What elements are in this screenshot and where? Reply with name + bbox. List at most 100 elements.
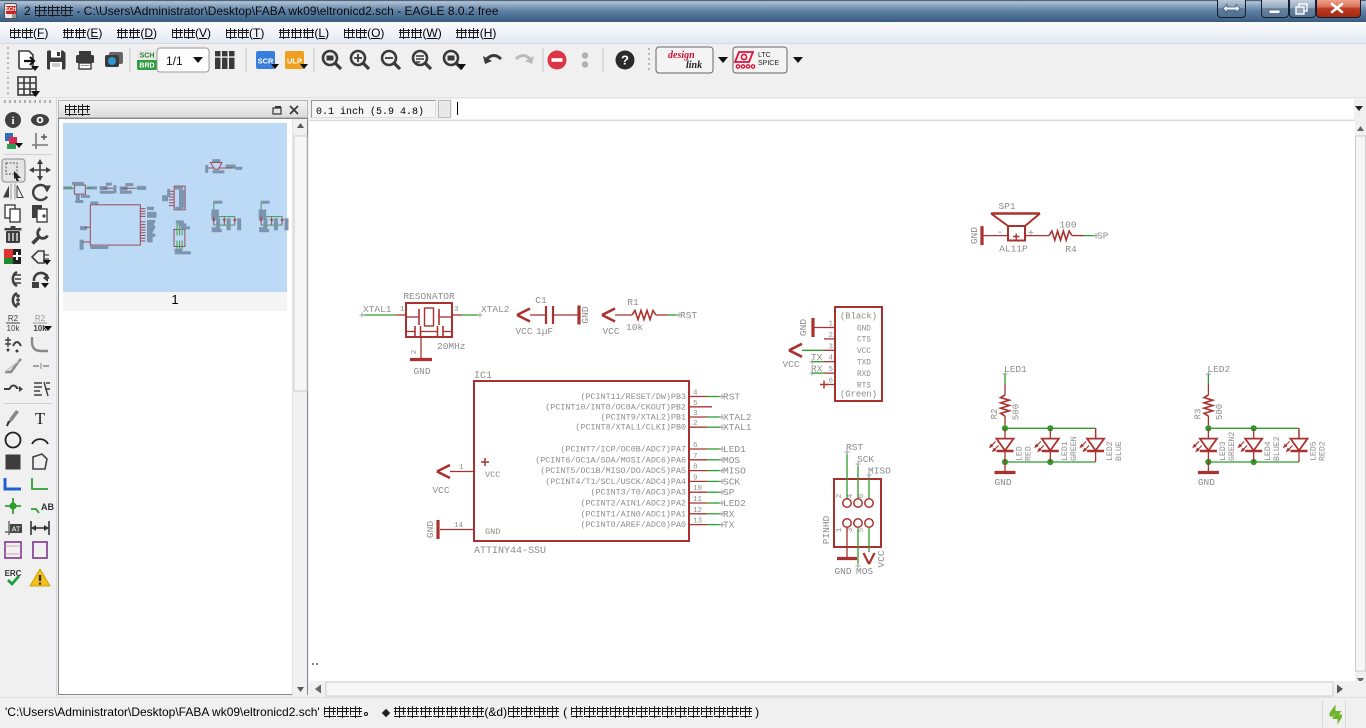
- svg-text:(PCINT8/XTAL1/CLKI)PB0: (PCINT8/XTAL1/CLKI)PB0: [575, 423, 686, 433]
- svg-text:AT: AT: [11, 525, 20, 534]
- svg-text:GND: GND: [425, 521, 436, 538]
- svg-text:TXD: TXD: [857, 360, 871, 368]
- svg-text:(PCINT5/OC1B/MISO/DO/ADC5)PA5: (PCINT5/OC1B/MISO/DO/ADC5)PA5: [540, 466, 686, 476]
- svg-text:(PCINT7/ICP/OC0B/ADC7)PA7: (PCINT7/ICP/OC0B/ADC7)PA7: [560, 445, 686, 455]
- svg-text:?: ?: [621, 53, 629, 68]
- svg-text:IC1: IC1: [474, 371, 492, 382]
- svg-text:500: 500: [1012, 404, 1022, 420]
- svg-text:AB: AB: [41, 502, 54, 512]
- svg-text:6: 6: [858, 493, 866, 498]
- svg-text:(PCINT3/T0/ADC3)PA3: (PCINT3/T0/ADC3)PA3: [591, 488, 687, 498]
- svg-text:12: 12: [693, 507, 702, 515]
- svg-text:2: 2: [836, 494, 844, 499]
- svg-text:SP: SP: [1097, 231, 1109, 242]
- svg-text:(PCINT9/XTAL2)PB1: (PCINT9/XTAL2)PB1: [601, 413, 686, 423]
- svg-text:RST: RST: [723, 392, 740, 403]
- svg-text:(PCINT6/OC1A/SDA/MOSI/ADC6)PA6: (PCINT6/OC1A/SDA/MOSI/ADC6)PA6: [535, 455, 686, 465]
- svg-text:i: i: [11, 115, 14, 127]
- svg-text:VCC: VCC: [432, 485, 449, 496]
- svg-text:CTS: CTS: [857, 337, 871, 345]
- svg-text:2: 2: [828, 332, 833, 340]
- svg-text:MISO: MISO: [868, 466, 891, 477]
- svg-text:VCC: VCC: [782, 359, 799, 370]
- svg-text:(PCINT4/T1/SCL/USCK/ADC4)PA4: (PCINT4/T1/SCL/USCK/ADC4)PA4: [545, 477, 686, 487]
- svg-text:RST: RST: [680, 310, 697, 321]
- svg-text:MOS: MOS: [856, 566, 873, 577]
- svg-text:LED: LED: [1016, 446, 1025, 461]
- svg-text:1: 1: [836, 527, 844, 532]
- svg-text:T: T: [35, 409, 46, 428]
- svg-text:(PCINT2/AIN1/ADC2)PA2: (PCINT2/AIN1/ADC2)PA2: [580, 499, 686, 509]
- svg-text:R4: R4: [1065, 244, 1077, 255]
- svg-text:RX: RX: [811, 364, 823, 375]
- svg-text:GND: GND: [857, 325, 871, 333]
- svg-text:LED2: LED2: [723, 498, 746, 509]
- svg-text:GND: GND: [798, 319, 809, 336]
- svg-text:RST: RST: [846, 442, 863, 453]
- svg-text:6: 6: [828, 378, 833, 386]
- svg-text:VCC: VCC: [485, 470, 500, 480]
- svg-text:3: 3: [847, 527, 855, 532]
- svg-text:GND: GND: [580, 306, 591, 323]
- svg-text:20MHz: 20MHz: [437, 341, 466, 352]
- svg-text:5: 5: [858, 527, 866, 532]
- svg-text:SP: SP: [723, 487, 735, 498]
- svg-text:SCH: SCH: [140, 53, 155, 60]
- svg-text:RESONATOR: RESONATOR: [403, 291, 455, 302]
- svg-text:PINHD: PINHD: [821, 515, 832, 544]
- svg-text:(Green): (Green): [840, 390, 877, 400]
- svg-text:R2: R2: [8, 314, 19, 323]
- svg-text:XTAL1: XTAL1: [723, 422, 752, 433]
- svg-text:1/1: 1/1: [166, 54, 183, 68]
- svg-text:VCC: VCC: [857, 348, 871, 356]
- svg-text:LED2: LED2: [1106, 441, 1115, 461]
- svg-text:LED1: LED1: [723, 444, 746, 455]
- svg-text:GREEN2: GREEN2: [1228, 431, 1237, 461]
- svg-text:4: 4: [847, 493, 855, 498]
- svg-text:GND: GND: [485, 527, 500, 537]
- svg-text:RXD: RXD: [857, 371, 871, 379]
- svg-text:10k: 10k: [7, 324, 21, 333]
- svg-text:500: 500: [1215, 404, 1225, 420]
- svg-text:LED5: LED5: [1310, 441, 1319, 461]
- svg-text:10: 10: [693, 485, 703, 493]
- svg-text:5: 5: [828, 366, 833, 374]
- svg-text:ATTINY44-SSU: ATTINY44-SSU: [474, 546, 546, 557]
- svg-text:LED4: LED4: [1264, 441, 1273, 461]
- svg-text:XTAL2: XTAL2: [481, 304, 510, 315]
- svg-text:XTAL1: XTAL1: [363, 304, 392, 315]
- svg-text:14: 14: [454, 522, 464, 530]
- svg-text:(PCINT11/RESET/DW)PB3: (PCINT11/RESET/DW)PB3: [580, 392, 686, 402]
- svg-text:1µF: 1µF: [536, 326, 553, 337]
- svg-text:6: 6: [693, 442, 698, 450]
- svg-text:RED2: RED2: [1319, 441, 1328, 461]
- svg-text:LED1: LED1: [1061, 441, 1070, 461]
- svg-text:TX: TX: [723, 520, 735, 531]
- svg-text:XTAL2: XTAL2: [723, 412, 752, 423]
- svg-text:R2: R2: [35, 314, 46, 323]
- svg-text:2: 2: [411, 350, 419, 355]
- svg-text:ULP: ULP: [287, 57, 302, 66]
- svg-text:LED3: LED3: [1219, 441, 1228, 461]
- svg-text:GREEN: GREEN: [1070, 436, 1079, 461]
- svg-text:MOS: MOS: [723, 455, 740, 466]
- svg-text:13: 13: [693, 518, 703, 526]
- svg-text:SCK: SCK: [723, 476, 740, 487]
- svg-text:3: 3: [454, 306, 459, 314]
- svg-text:GND: GND: [1198, 477, 1215, 488]
- svg-text:2: 2: [693, 420, 698, 428]
- svg-text:R2: R2: [990, 409, 1000, 420]
- svg-text:(PCINT0/AREF/ADC0)PA0: (PCINT0/AREF/ADC0)PA0: [580, 520, 686, 530]
- svg-text:GND: GND: [969, 227, 980, 244]
- svg-text:7: 7: [693, 453, 698, 461]
- svg-text:LED1: LED1: [1004, 364, 1027, 375]
- svg-text:TX: TX: [811, 352, 823, 363]
- svg-text:100: 100: [1059, 220, 1076, 231]
- svg-text:(PCINT1/AIN0/ADC1)PA1: (PCINT1/AIN0/ADC1)PA1: [580, 509, 686, 519]
- svg-text:R1: R1: [627, 297, 639, 308]
- svg-text:(Black): (Black): [840, 312, 877, 322]
- svg-text:AL11P: AL11P: [999, 244, 1028, 255]
- svg-text:RED: RED: [1025, 446, 1034, 461]
- svg-text:1: 1: [400, 306, 405, 314]
- svg-text:(PCINT10/INT0/OC0A/CKOUT)PB2: (PCINT10/INT0/OC0A/CKOUT)PB2: [545, 402, 686, 412]
